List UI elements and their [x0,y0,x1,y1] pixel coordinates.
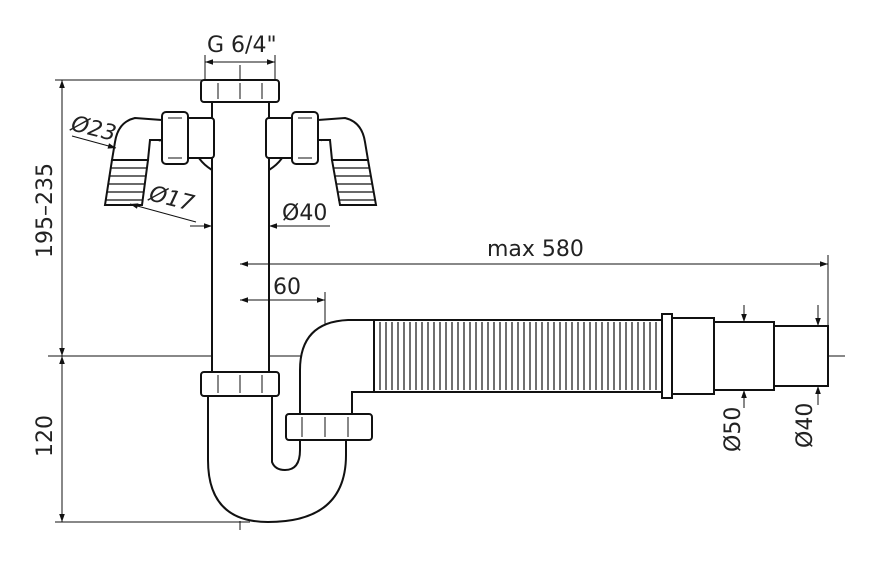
outlet-large-label: Ø50 [721,407,746,452]
corrugated-flexible-hose [373,313,829,399]
max-length-label: max 580 [487,237,584,262]
trap-u-bend [200,319,377,524]
outlet-small-label: Ø40 [793,403,818,448]
pipe-diameter-label: Ø40 [282,201,327,226]
height-upper-label: 195–235 [33,163,58,258]
left-hose-connector [103,111,215,206]
hose-inner-label: Ø17 [146,181,197,216]
thread-label: G 6/4" [207,33,277,58]
height-lower-label: 120 [33,415,58,457]
right-hose-connector [265,111,378,206]
dimension-lines [59,59,828,522]
offset-label: 60 [273,275,301,300]
hose-outer-label: Ø23 [68,111,119,146]
